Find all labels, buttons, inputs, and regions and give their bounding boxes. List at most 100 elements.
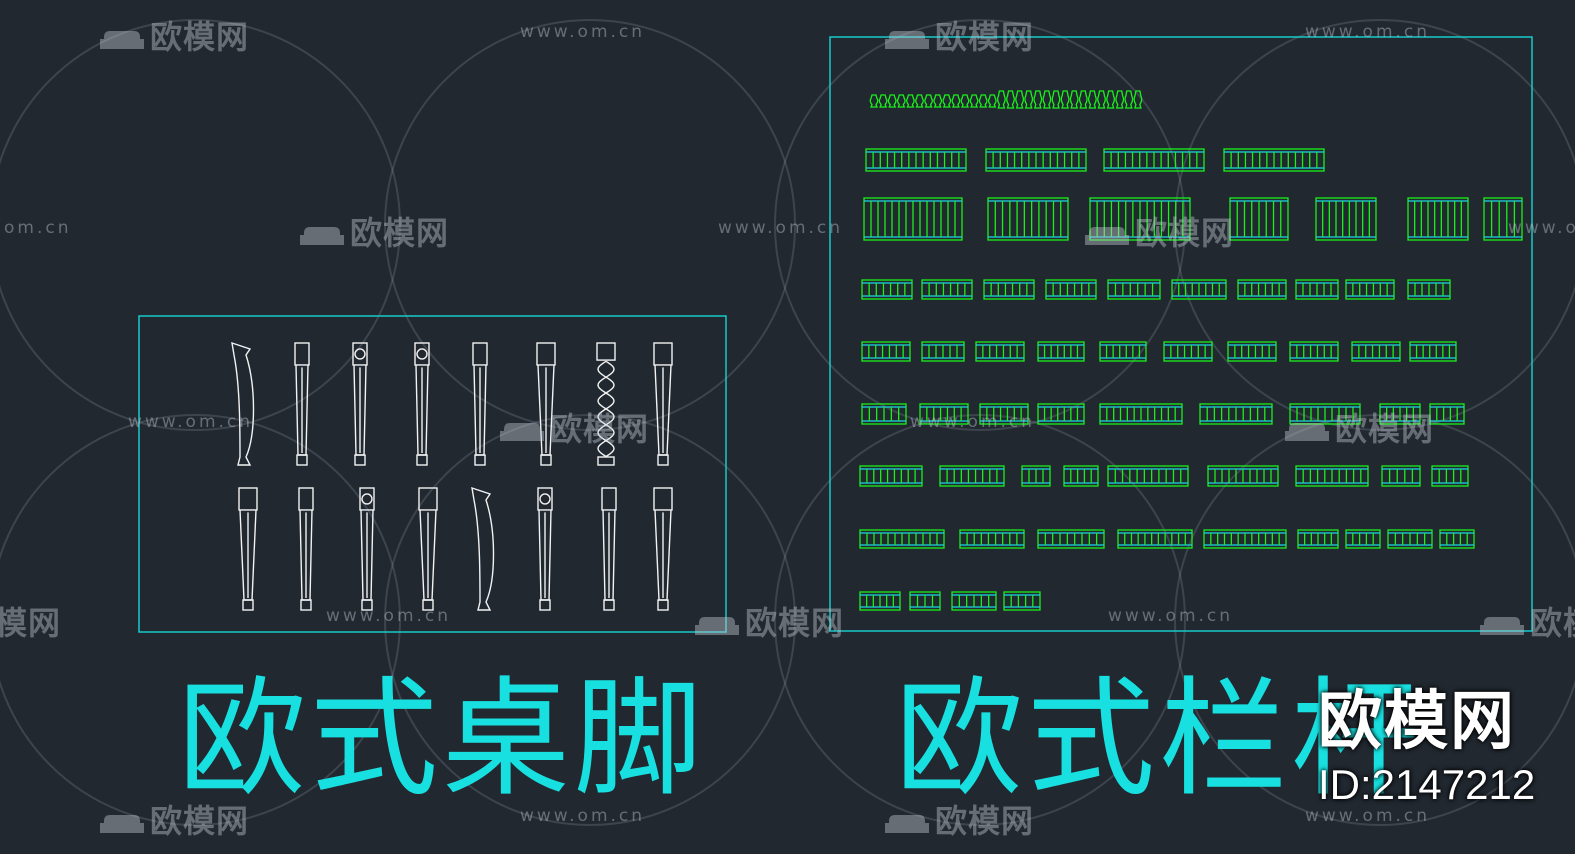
watermark-brand-text: 欧模网	[1335, 410, 1435, 448]
railing-panel	[983, 279, 1035, 300]
watermark-arc	[384, 19, 796, 431]
railing-panel	[919, 403, 969, 425]
watermark-brand: 欧模网	[300, 208, 449, 254]
railing-panel	[1037, 529, 1105, 549]
title-european-railings: 欧式栏杆	[895, 665, 1424, 814]
railing-panel	[1227, 341, 1277, 362]
watermark-url: om.cn	[4, 218, 72, 238]
watermark-url: www.om.cn	[1508, 218, 1575, 238]
baluster	[978, 94, 988, 108]
baluster	[1124, 90, 1134, 109]
railing-panel	[863, 197, 963, 241]
railing-panel	[859, 591, 901, 611]
railing-panel	[921, 279, 973, 300]
railing-panel	[861, 341, 911, 362]
baluster	[1042, 90, 1052, 109]
baluster	[924, 94, 934, 108]
railing-panel	[1429, 403, 1465, 425]
baluster	[869, 94, 879, 108]
baluster	[960, 94, 970, 108]
sofa-icon	[1285, 423, 1329, 441]
table-leg-carved	[537, 487, 553, 611]
watermark-brand-text: 欧模网	[1530, 604, 1575, 642]
railing-panel	[1099, 341, 1147, 362]
baluster	[1097, 90, 1106, 109]
table-leg-drawings	[231, 341, 673, 611]
railing-panel	[1439, 529, 1475, 549]
watermark-brand: 欧模网	[100, 12, 249, 58]
baluster	[1006, 90, 1015, 109]
baluster	[878, 94, 888, 108]
watermark-brand: 欧模网	[695, 598, 844, 644]
table-leg-carved	[352, 342, 368, 466]
railing-panel	[909, 591, 941, 611]
baluster	[1078, 90, 1088, 109]
watermark-arc	[1174, 19, 1575, 431]
railing-panel	[1351, 341, 1401, 362]
railing-panel	[921, 341, 965, 362]
railing-panel	[1409, 341, 1457, 362]
watermark-url: www.om.cn	[718, 218, 844, 238]
title-european-table-legs: 欧式桌脚	[178, 665, 707, 814]
railing-panel	[1063, 465, 1099, 487]
railing-panel	[1199, 403, 1273, 425]
baluster	[887, 94, 897, 108]
watermark-url: www.om.cn	[1108, 606, 1234, 626]
railing-panel	[979, 403, 1029, 425]
sofa-icon	[1085, 227, 1129, 245]
railing-panel	[1103, 148, 1205, 172]
railing-panel	[951, 591, 997, 611]
watermark-url: www.om.cn	[520, 806, 646, 826]
railing-panel	[859, 465, 923, 487]
railing-panel	[987, 197, 1069, 241]
watermark-brand-text: 欧模网	[350, 214, 450, 252]
railing-panel	[1163, 341, 1213, 362]
table-leg-spiral	[596, 342, 616, 466]
model-id: ID:2147212	[1318, 761, 1536, 808]
watermark-brand-text: 欧模网	[1135, 214, 1235, 252]
table-leg-square	[653, 487, 673, 611]
railing-panel	[865, 148, 967, 172]
railing-panel	[985, 148, 1087, 172]
railing-panel	[1431, 465, 1469, 487]
watermark-brand: 欧模网	[1480, 598, 1575, 644]
sofa-icon	[100, 31, 144, 49]
watermark-brand-text: 欧模网	[745, 604, 845, 642]
baluster	[1106, 90, 1116, 109]
watermark-brand-text: 欧模网	[550, 410, 650, 448]
watermark-brand-text: 欧模网	[935, 18, 1035, 56]
railing-panel	[1345, 279, 1395, 300]
watermark-url: www.om.cn	[326, 606, 452, 626]
railing-panel	[1295, 279, 1339, 300]
table-leg-taper	[601, 487, 617, 611]
watermark-brand: 欧模网	[1085, 208, 1234, 254]
table-leg-cabriole	[231, 341, 255, 466]
baluster	[1087, 90, 1097, 109]
railing-panel	[1171, 279, 1227, 300]
railing-panel	[1003, 591, 1041, 611]
sofa-icon	[885, 31, 929, 49]
railing-panel	[1117, 529, 1193, 549]
railing-panel	[1037, 341, 1085, 362]
table-leg-carved	[359, 487, 375, 611]
baluster	[896, 94, 906, 108]
baluster	[1015, 90, 1025, 109]
watermark-brand: 欧模网	[1285, 404, 1434, 450]
table-leg-square	[653, 342, 673, 466]
table-leg-taper	[298, 487, 314, 611]
table-leg-square	[536, 342, 556, 466]
railing-panel	[1315, 197, 1377, 241]
watermark-arc	[384, 414, 796, 826]
railing-panel	[1297, 529, 1339, 549]
watermark-url: www.om.cn	[910, 412, 1036, 432]
railing-panel	[861, 279, 913, 300]
railing-panel	[1045, 279, 1097, 300]
watermark-arc	[0, 414, 401, 826]
baluster	[1133, 90, 1143, 109]
watermark-url: www.om.cn	[1305, 22, 1431, 42]
watermark-brand: 欧模网	[100, 796, 249, 842]
railing-panel	[1107, 465, 1189, 487]
baluster	[987, 94, 997, 108]
watermark-brand: 欧模网	[500, 404, 649, 450]
watermark-brand: 欧模网	[0, 604, 62, 642]
